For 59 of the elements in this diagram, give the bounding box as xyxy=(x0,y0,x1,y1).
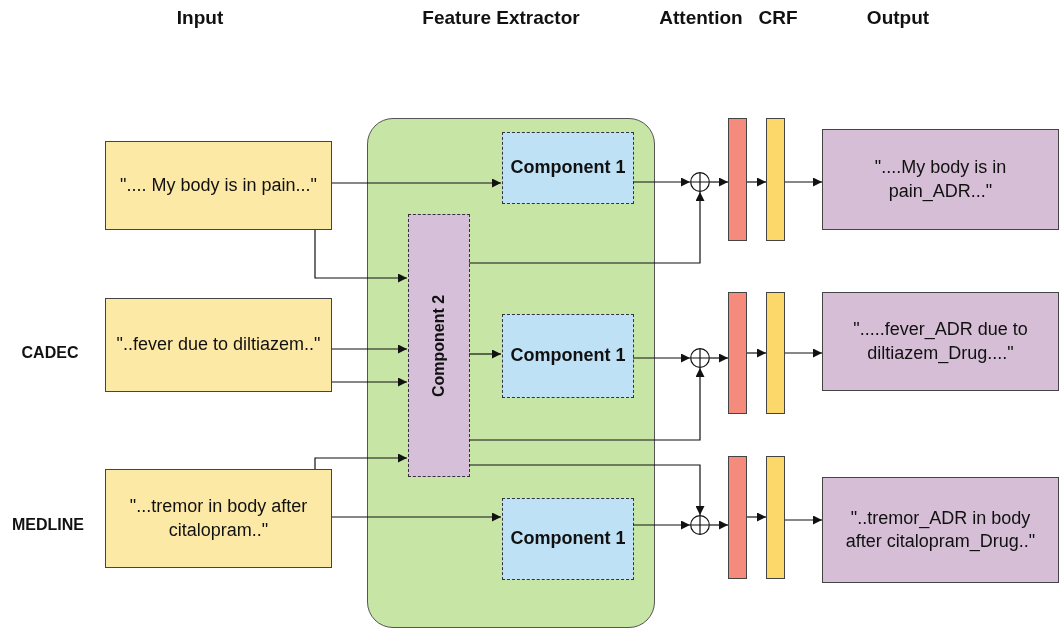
arrow xyxy=(314,229,408,283)
arrow xyxy=(468,464,705,516)
component-box xyxy=(408,214,470,477)
arrow xyxy=(468,367,705,441)
component-label: Component 2 xyxy=(430,294,448,397)
component-box xyxy=(502,314,634,398)
component-box xyxy=(502,498,634,580)
sentence-text: ".....fever_ADR due to diltiazem_Drug...." xyxy=(852,318,1029,365)
attention-bar xyxy=(728,456,747,579)
arrow xyxy=(331,512,502,522)
arrow xyxy=(784,515,823,525)
arrow xyxy=(468,349,502,359)
arrow xyxy=(709,177,729,187)
dataset-label: MEDLINE xyxy=(12,516,84,534)
output-text-box xyxy=(822,129,1059,230)
sentence-text: "...tremor in body after citalopram.." xyxy=(128,495,309,542)
feature-extractor-panel xyxy=(367,118,655,628)
crf-bar xyxy=(766,456,785,579)
attention-bar xyxy=(728,118,747,241)
component-label: Component 1 xyxy=(510,156,626,180)
sentence-text: "..fever due to diltiazem.." xyxy=(116,333,321,357)
column-heading: CRF xyxy=(758,7,798,29)
input-text-box xyxy=(105,298,332,392)
component-box xyxy=(502,132,634,204)
arrow xyxy=(632,177,691,187)
arrow xyxy=(746,512,767,522)
arrow xyxy=(331,377,408,387)
column-heading: Output xyxy=(866,7,930,29)
input-text-box xyxy=(105,141,332,230)
arrow xyxy=(632,520,691,530)
sum-circle xyxy=(690,348,710,368)
arrow xyxy=(314,453,408,470)
dataset-label: CADEC xyxy=(21,344,79,362)
column-heading: Attention xyxy=(659,7,743,29)
sum-circle xyxy=(690,515,710,535)
sum-circle xyxy=(690,172,710,192)
attention-bar xyxy=(728,292,747,414)
component-label: Component 1 xyxy=(510,527,626,551)
arrow xyxy=(331,178,502,188)
input-text-box xyxy=(105,469,332,568)
arrow xyxy=(709,353,729,363)
output-text-box xyxy=(822,292,1059,391)
sentence-text: "....My body is in pain_ADR..." xyxy=(873,156,1008,203)
arrow xyxy=(709,520,729,530)
column-heading: Feature Extractor xyxy=(422,7,580,29)
arrow xyxy=(746,177,767,187)
component-label: Component 1 xyxy=(510,344,626,368)
sentence-text: ".... My body is in pain..." xyxy=(120,173,317,197)
output-text-box xyxy=(822,477,1059,583)
column-heading: Input xyxy=(176,7,224,29)
arrow xyxy=(784,177,823,187)
crf-bar xyxy=(766,292,785,414)
crf-bar xyxy=(766,118,785,241)
sentence-text: "..tremor_ADR in body after citalopram_Drug.." xyxy=(844,506,1037,554)
arrow xyxy=(632,353,691,363)
arrow xyxy=(468,191,705,264)
arrow xyxy=(746,348,767,358)
arrow xyxy=(331,344,408,354)
arrow xyxy=(784,348,823,358)
